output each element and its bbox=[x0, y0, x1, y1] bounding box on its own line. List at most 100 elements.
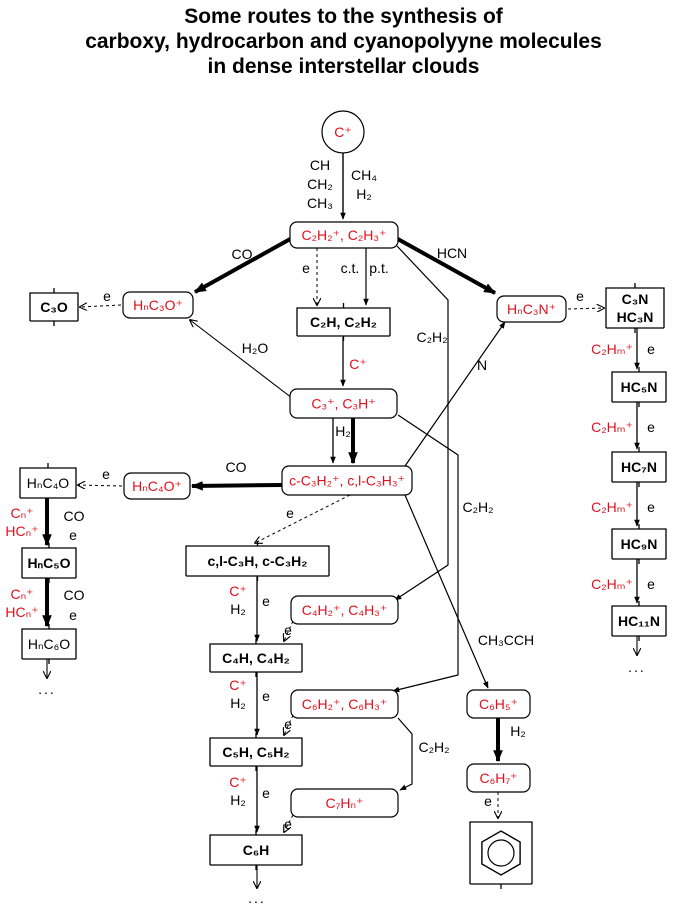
node-label: C₃⁺, C₃H⁺ bbox=[311, 396, 375, 412]
node-hnc3o: HₙC₃O⁺ bbox=[122, 291, 194, 319]
node-label: C₂H₂⁺, C₂H₃⁺ bbox=[301, 227, 386, 243]
node-label: c,l-C₃H, c-C₃H₂ bbox=[207, 553, 307, 569]
node-label: HₙC₆O bbox=[28, 636, 70, 652]
label-l-e-c: e bbox=[262, 785, 270, 801]
node-box bbox=[289, 388, 398, 419]
label-l-c2h2-a: C₂H₂ bbox=[416, 329, 447, 345]
node-label: C₃O bbox=[40, 299, 68, 315]
label-l-e-c4h: e bbox=[284, 622, 292, 638]
node-label: HₙC₃O⁺ bbox=[133, 297, 183, 313]
node-c6h2: C₆H₂⁺, C₆H₃⁺ bbox=[290, 689, 399, 719]
label-l-ch3cch: CH₃CCH bbox=[478, 632, 534, 648]
node-hc11n: HC₁₁N bbox=[611, 601, 667, 641]
label-l-co4: CO bbox=[64, 587, 85, 603]
node-label: C₃N bbox=[622, 291, 649, 307]
label-l-ch3: CH₃ bbox=[307, 195, 333, 211]
label-l-h2-a: H₂ bbox=[230, 601, 246, 617]
node-box bbox=[466, 763, 531, 793]
label-l-ch: CH bbox=[310, 157, 330, 173]
node-bracket bbox=[19, 463, 77, 503]
node-box bbox=[123, 472, 191, 500]
label-l-ch2: CH₂ bbox=[307, 176, 333, 192]
node-bracket bbox=[605, 283, 665, 333]
e-c2h2-hnc3o bbox=[193, 236, 293, 294]
label-l-cplus-b: C⁺ bbox=[229, 677, 247, 693]
label-l-e-benz: e bbox=[484, 793, 492, 809]
label-l-e-r2: e bbox=[647, 419, 655, 435]
label-l-h2-c6: H₂ bbox=[510, 723, 526, 739]
node-label: HC₅N bbox=[621, 379, 658, 395]
node-bracket bbox=[29, 288, 79, 326]
e-c2h2-hnc3n bbox=[395, 236, 497, 295]
node-box bbox=[281, 465, 413, 496]
node-c2h: C₂H, C₂H₂ bbox=[296, 303, 391, 341]
node-label: HₙC₃N⁺ bbox=[507, 301, 556, 317]
title-line-2: carboxy, hydrocarbon and cyanopolyyne mo… bbox=[85, 30, 602, 53]
label-l-e1: e bbox=[302, 260, 310, 276]
node-hc5n: HC₅N bbox=[611, 367, 667, 407]
node-c6h5: C₆H₅⁺ bbox=[466, 689, 531, 719]
label-l-e-c6o: e bbox=[69, 607, 77, 623]
label-l-e-c6h: e bbox=[284, 816, 292, 832]
node-bracket bbox=[209, 830, 303, 870]
ellipsis-dots-c6h: ... bbox=[248, 890, 266, 906]
e-c3h2-c6h5 bbox=[404, 494, 489, 689]
label-l-c2hm1: C₂Hₘ⁺ bbox=[591, 341, 633, 357]
node-c3hn: c,l-C₃H, c-C₃H₂ bbox=[185, 541, 330, 581]
label-l-e-a: e bbox=[262, 593, 270, 609]
label-l-cn2: Cₙ⁺ bbox=[10, 586, 33, 602]
label-l-e-b: e bbox=[262, 688, 270, 704]
node-label: HC₃N bbox=[617, 309, 654, 325]
e-hnc4o-neutral bbox=[78, 485, 123, 486]
label-l-e-c3o: e bbox=[103, 288, 111, 304]
label-l-h2-top: H₂ bbox=[356, 186, 372, 202]
label-l-e-c5o: e bbox=[69, 527, 77, 543]
benzene-ring bbox=[481, 830, 521, 876]
node-label: C₄H₂⁺, C₄H₃⁺ bbox=[302, 602, 388, 618]
label-l-e-c4o: e bbox=[102, 466, 110, 482]
node-c4h: C₄H, C₄H₂ bbox=[209, 639, 303, 677]
node-label: HₙC₄O⁺ bbox=[132, 478, 182, 494]
label-l-pt: p.t. bbox=[369, 260, 388, 276]
node-box bbox=[496, 295, 567, 323]
e-c3h2-c3hn bbox=[255, 494, 351, 543]
label-l-ch4: CH₄ bbox=[351, 167, 377, 183]
node-c6h7: C₆H₇⁺ bbox=[466, 763, 531, 793]
label-l-e-r1: e bbox=[647, 341, 655, 357]
label-l-e-c3n: e bbox=[576, 288, 584, 304]
node-c4h2: C₄H₂⁺, C₄H₃⁺ bbox=[290, 595, 399, 625]
label-l-e-c5h: e bbox=[284, 716, 292, 732]
label-l-h2-mid: H₂ bbox=[335, 423, 351, 439]
node-bracket bbox=[296, 303, 391, 341]
node-bracket bbox=[209, 639, 303, 677]
label-l-c2hm3: C₂Hₘ⁺ bbox=[591, 499, 633, 515]
label-l-n: N bbox=[477, 357, 487, 373]
node-hnc5o: HₙC₅O bbox=[21, 543, 77, 583]
title-line-1: Some routes to the synthesis of bbox=[184, 5, 503, 28]
node-c3h: C₃⁺, C₃H⁺ bbox=[289, 388, 398, 419]
node-hnc4o_n: HₙC₄O bbox=[19, 463, 77, 503]
node-bracket bbox=[611, 524, 667, 564]
node-label: c-C₃H₂⁺, c,l-C₃H₃⁺ bbox=[289, 473, 405, 489]
node-hc9n: HC₉N bbox=[611, 524, 667, 564]
e-c6h2-c5h bbox=[284, 714, 294, 735]
node-label: C₆H bbox=[243, 842, 270, 858]
node-benzene bbox=[469, 821, 533, 889]
node-c3h2: c-C₃H₂⁺, c,l-C₃H₃⁺ bbox=[281, 465, 413, 496]
label-l-co2: CO bbox=[226, 459, 247, 475]
node-label: C₂H, C₂H₂ bbox=[310, 314, 377, 330]
node-bracket bbox=[611, 447, 667, 487]
label-l-h2o: H₂O bbox=[242, 340, 269, 356]
ellipsis-dots-right: ... bbox=[628, 659, 646, 675]
label-l-e-r3: e bbox=[647, 499, 655, 515]
node-label: C₅H, C₅H₂ bbox=[222, 744, 289, 760]
label-l-cplus-a: C⁺ bbox=[229, 583, 247, 599]
e-hnc3n-c3n bbox=[567, 308, 604, 309]
node-label: C₆H₂⁺, C₆H₃⁺ bbox=[302, 696, 387, 712]
node-label: HₙC₄O bbox=[27, 475, 70, 491]
node-label: HC₉N bbox=[621, 536, 658, 552]
node-c3o: C₃O bbox=[29, 288, 79, 326]
node-c5h: C₅H, C₅H₂ bbox=[209, 733, 303, 771]
node-hc7n: HC₇N bbox=[611, 447, 667, 487]
